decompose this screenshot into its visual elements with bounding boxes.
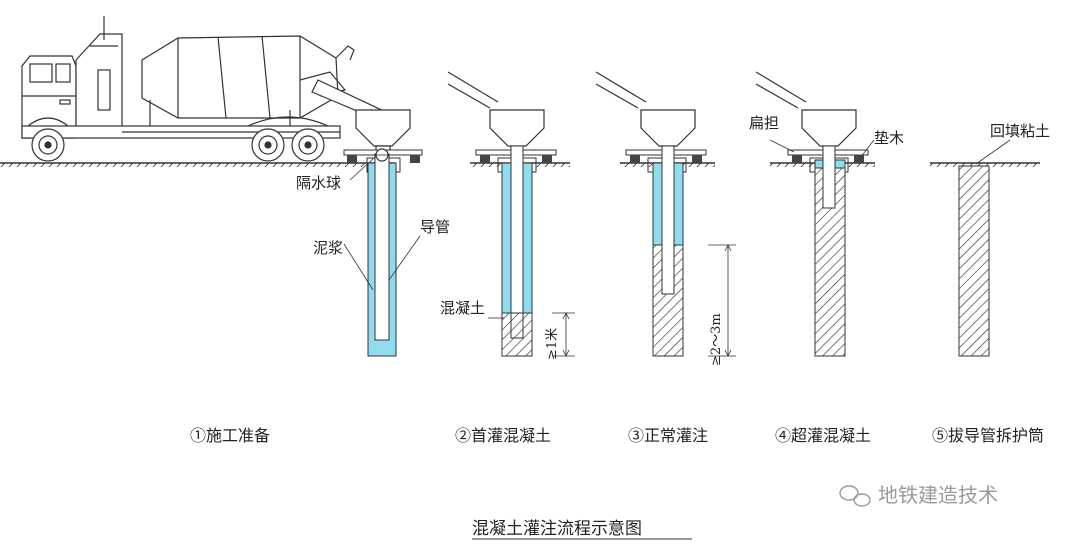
step-caption: ②首灌混凝土 <box>455 426 551 445</box>
step-caption: ③正常灌注 <box>628 426 708 445</box>
concrete-mixer-truck <box>21 16 391 162</box>
label-carrying-pole: 扁担 <box>749 114 779 132</box>
label-tremie-pipe: 导管 <box>420 218 450 236</box>
label-plug-ball: 隔水球 <box>296 174 341 192</box>
label-first-depth: ≥1米 <box>545 328 560 360</box>
label-concrete: 混凝土 <box>440 299 485 317</box>
label-slurry: 泥浆 <box>313 239 343 257</box>
label-backfill-clay: 回填粘土 <box>990 122 1050 140</box>
stage-5-remove-pipe <box>958 139 1011 357</box>
watermark-text: 地铁建造技术 <box>878 483 998 507</box>
stage-3-normal-pour <box>595 71 736 357</box>
step-caption: ④超灌混凝土 <box>775 426 871 445</box>
label-sleeper: 垫木 <box>874 129 904 147</box>
label-embed-depth: ≥2～3m <box>709 313 724 366</box>
step-caption: ⑤拔导管拆护筒 <box>932 426 1044 445</box>
diagram-title: 混凝土灌注流程示意图 <box>472 519 642 539</box>
watermark: 地铁建造技术 <box>839 483 998 507</box>
wechat-icon <box>839 485 871 507</box>
step-caption: ①施工准备 <box>190 426 270 445</box>
stage-4-over-pour <box>755 71 875 357</box>
stage-1-preparation <box>343 109 423 357</box>
stage-2-first-pour <box>447 71 575 357</box>
